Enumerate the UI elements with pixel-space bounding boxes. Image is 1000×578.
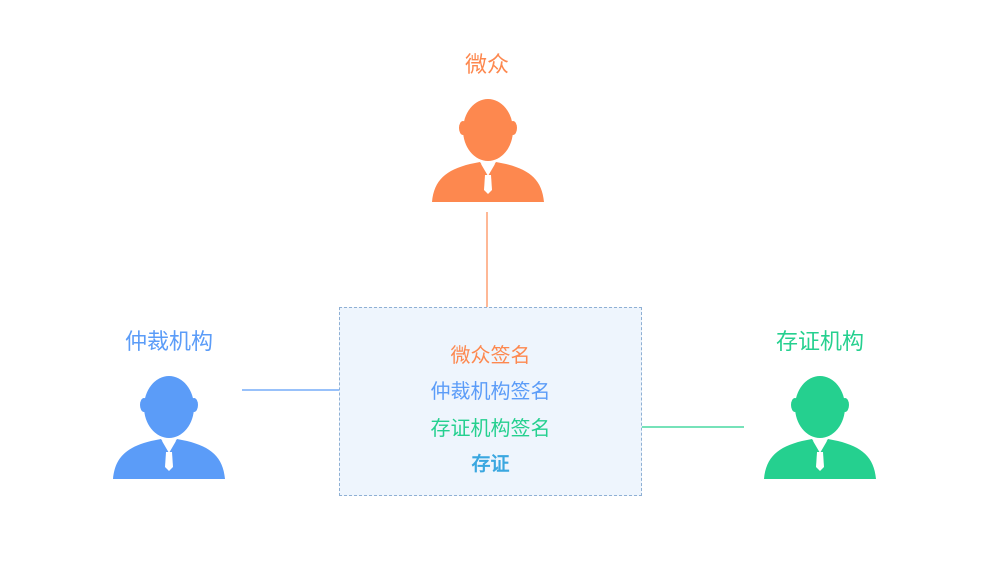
signature-box: 微众签名 仲裁机构签名 存证机构签名 存证 [339, 307, 642, 496]
arbitration-signature: 仲裁机构签名 [430, 379, 551, 403]
evidence-person-icon [764, 376, 876, 479]
arbitration-label: 仲裁机构 [124, 330, 214, 355]
weizhong-signature: 微众签名 [450, 343, 531, 367]
weizhong-person-icon [432, 99, 544, 202]
evidence-result: 存证 [471, 453, 510, 475]
evidence-label: 存证机构 [775, 330, 865, 355]
evidence-signature: 存证机构签名 [430, 416, 551, 440]
weizhong-label: 微众 [464, 53, 510, 78]
arbitration-person-icon [113, 376, 225, 479]
